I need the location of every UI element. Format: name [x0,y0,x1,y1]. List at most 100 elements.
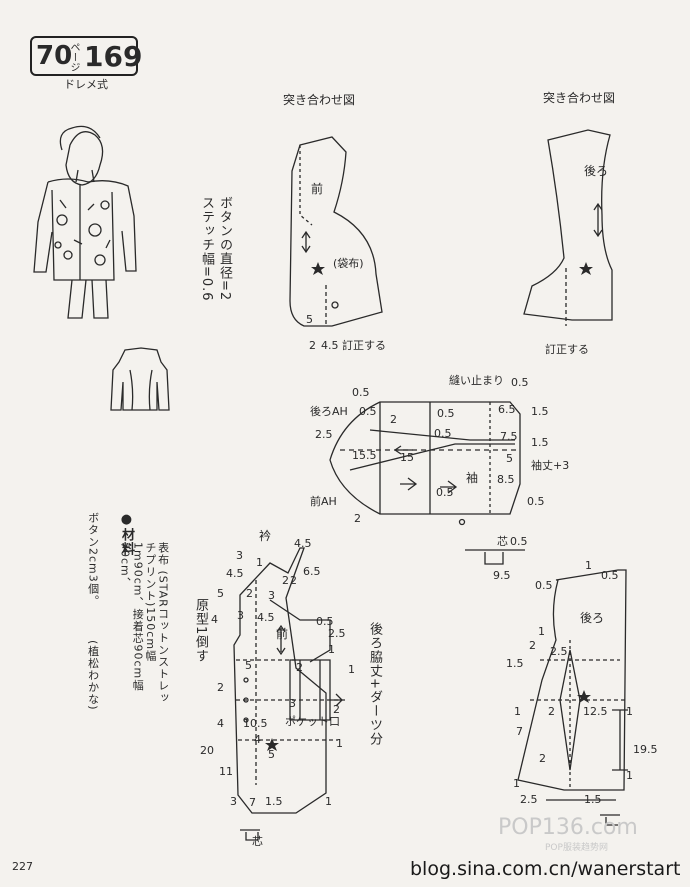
front-piece-label: 前 [311,182,324,196]
bd-m13: 19.5 [633,743,658,756]
bd-m2: 0.5 [535,579,553,592]
bd-m6: 2.5 [550,645,568,658]
fd-m5: 5 [217,587,224,600]
fd-m9: 4 [211,613,218,626]
badge-frame: 70 ページ 169 [30,36,142,76]
front-assembly-piece [289,136,383,327]
fd-m15: 5 [245,659,252,672]
bd-m5: 2 [529,639,536,652]
sl-m11: 15.5 [352,449,377,462]
sl-m1: 0.5 [352,386,370,399]
bd-m4: 1 [538,625,545,638]
back-side-note: 後ろ脇丈+ダーツ分 [366,622,382,746]
back-correct-note: 訂正する [545,343,589,356]
original-note: 原型1倒す [192,598,208,664]
front-m1: 5 [306,313,313,326]
fd-m18: 3 [289,697,296,710]
materials-heading: ●材料 [118,512,134,556]
back-assembly-caption: 突き合わせ図 [543,91,616,105]
pattern-number-badge: 70 ページ 169 [30,36,142,80]
bd-m16: 1 [513,777,520,790]
fd-m24: 5 [268,748,275,761]
watermark-sub: POP服装趋势网 [545,843,608,853]
fd-m23: 4 [254,733,261,746]
sl-m16: 0.5 [436,486,454,499]
materials-fabric: 表布 (STARコットンストレッチプリント)150cm幅1m90cm、接着芯90… [118,542,170,704]
bd-m3: 0.5 [601,569,619,582]
bd-m17: 2.5 [520,793,538,806]
sleeve-length-note: 袖丈+3 [531,459,570,472]
bd-m15: 2 [539,752,546,765]
fd-m11: 3 [237,609,244,622]
fd-m13: 2.5 [328,627,346,640]
fd-m14: 1 [328,643,335,656]
core-m2: 9.5 [493,569,511,582]
fd-m2: 3 [236,549,243,562]
sl-m8: 0.5 [434,427,452,440]
back-view-illustration [110,347,170,411]
bd-m12: 1 [626,705,633,718]
bd-m18: 1.5 [584,793,602,806]
front-m2: 2 [309,339,316,352]
bd-m14: 1 [626,769,633,782]
fd-m32: 1 [256,556,263,569]
fd-m6: 2 [246,587,253,600]
page-number: 70 [36,41,73,71]
fd-m17: 2 [217,681,224,694]
fd-m12: 0.5 [316,615,334,628]
sl-m9: 2.5 [315,428,333,441]
fd-m1: 4.5 [294,537,312,550]
bd-m7: 1.5 [506,657,524,670]
front-ah-label: 前AH [310,495,337,508]
fd-m26: 20 [200,744,214,757]
notch-stars [265,262,593,751]
front-m3: 4.5 [321,339,339,352]
button-note: ボタンの直径=2 [216,196,232,302]
back-draft [517,569,628,826]
materials-buttons: ボタン2cm3個。 [86,512,100,607]
page-suffix: ページ [68,42,79,72]
stitch-note: ステッチ幅=0.6 [198,196,214,302]
fd-m28: 3 [230,795,237,808]
core-label-front: 芯 [252,835,263,848]
back-piece-label: 後ろ [584,164,609,178]
source-url[interactable]: blog.sina.com.cn/wanerstart [410,858,681,880]
fd-m3: 4.5 [226,567,244,580]
fd-m21: 10.5 [243,717,268,730]
sl-m12: 15 [400,451,414,464]
fd-m20: 4 [217,717,224,730]
fd-m25: 1 [336,737,343,750]
fd-m27: 11 [219,765,233,778]
style-name: ドレメ式 [64,78,108,91]
fd-m22: 2 [333,703,340,716]
sl-m7: 2 [390,413,397,426]
sl-m2: 0.5 [511,376,529,389]
sl-m17: 0.5 [527,495,545,508]
bd-m10: 2 [548,705,555,718]
back-assembly-piece [523,129,613,326]
sew-stop-note: 縫い止まり [449,374,504,387]
materials-credit: (植松わかな) [86,640,100,711]
front-correct-note: 訂正する [342,339,386,352]
sleeve-pattern [329,401,521,526]
fd-m16: 2 [296,661,303,674]
sleeve-core-piece [465,549,525,565]
fd-m7: 2 [290,574,297,587]
sl-m3: 0.5 [437,407,455,420]
fd-m8: 3 [268,589,275,602]
fd-m30: 1.5 [265,795,283,808]
page-number-footer: 227 [12,860,33,873]
bd-m9: 7 [516,725,523,738]
sl-m14: 1.5 [531,436,549,449]
back-draft-label: 後ろ [580,611,605,625]
fd-m10: 4.5 [257,611,275,624]
sl-m6: 6.5 [498,403,516,416]
model-illustration [33,125,137,319]
core-m1: 0.5 [510,535,528,548]
sleeve-piece-label: 袖 [466,471,479,485]
back-ah-label: 後ろAH [310,405,348,418]
sl-m5: 0.5 [359,405,377,418]
sl-m18: 2 [354,512,361,525]
sl-m15: 8.5 [497,473,515,486]
